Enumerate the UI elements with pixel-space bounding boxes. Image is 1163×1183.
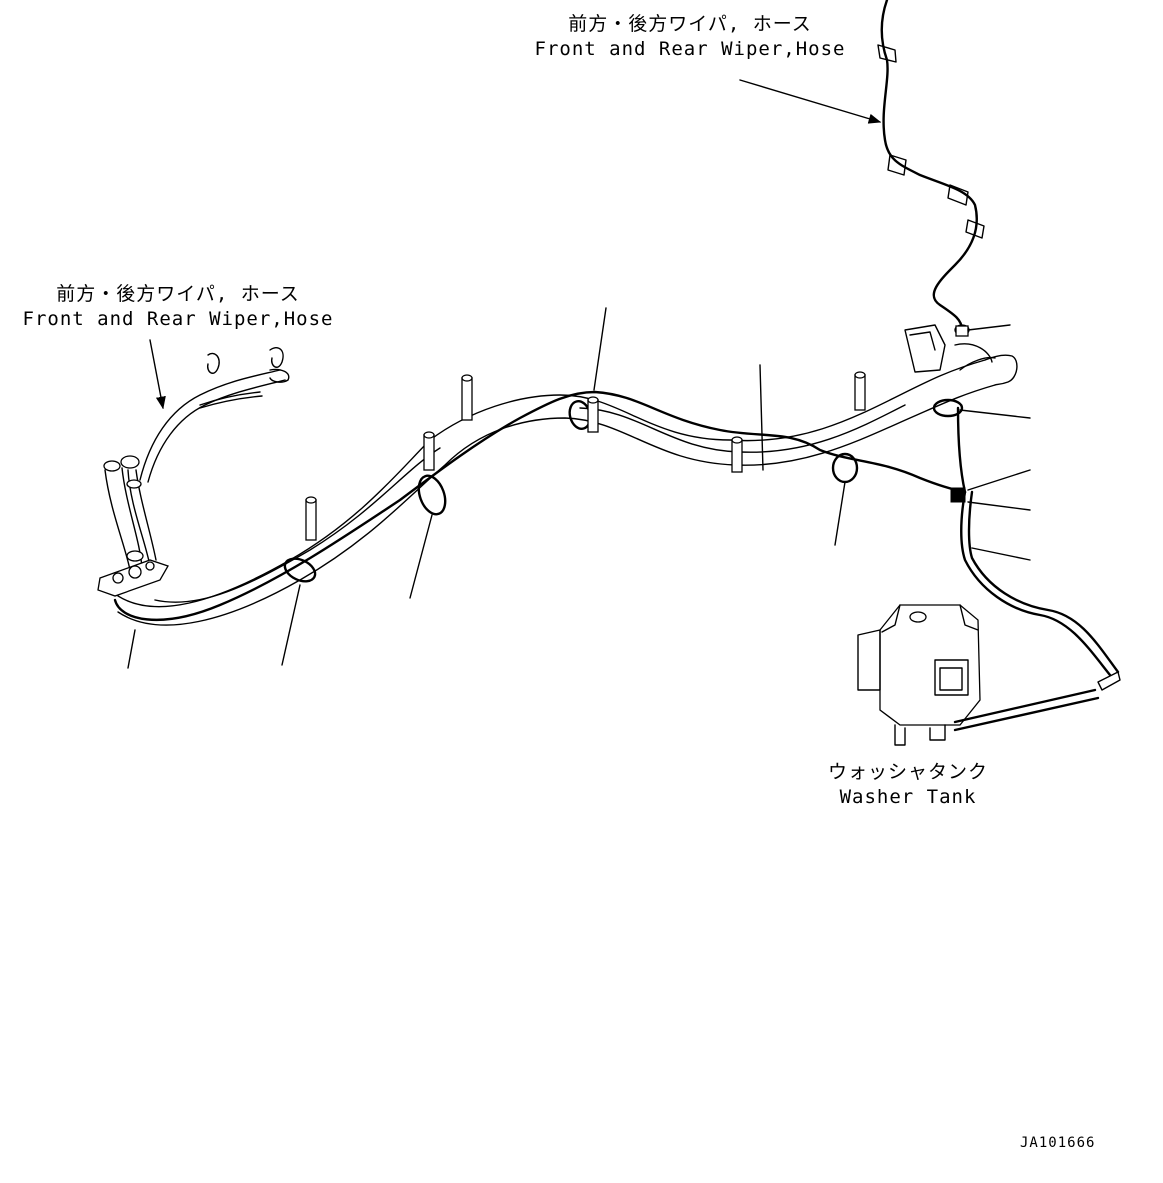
label-en: Front and Rear Wiper,Hose xyxy=(534,38,846,60)
leader-lines xyxy=(127,307,1031,669)
base-flange xyxy=(97,550,169,597)
front-rear-wiper-hose-label-top: 前方・後方ワイパ, ホース Front and Rear Wiper,Hose xyxy=(530,12,850,62)
label-en: Washer Tank xyxy=(839,786,977,808)
label-jp: ウォッシャタンク xyxy=(828,761,989,783)
drawing-id: JA101666 xyxy=(1020,1135,1096,1151)
label-arrows xyxy=(149,79,882,410)
label-jp: 前方・後方ワイパ, ホース xyxy=(56,283,300,305)
left-wiper-hose xyxy=(139,346,290,483)
main-duct xyxy=(109,343,1018,626)
duct-studs xyxy=(305,324,946,541)
upper-hose xyxy=(877,0,985,336)
hose-clamps xyxy=(283,325,969,583)
washer-tank-label: ウォッシャタンク Washer Tank xyxy=(828,760,988,810)
label-jp: 前方・後方ワイパ, ホース xyxy=(568,13,812,35)
label-en: Front and Rear Wiper,Hose xyxy=(22,308,334,330)
front-rear-wiper-hose-label-left: 前方・後方ワイパ, ホース Front and Rear Wiper,Hose xyxy=(18,282,338,332)
washer-tank xyxy=(857,604,1100,746)
vent-pipes xyxy=(103,455,157,571)
